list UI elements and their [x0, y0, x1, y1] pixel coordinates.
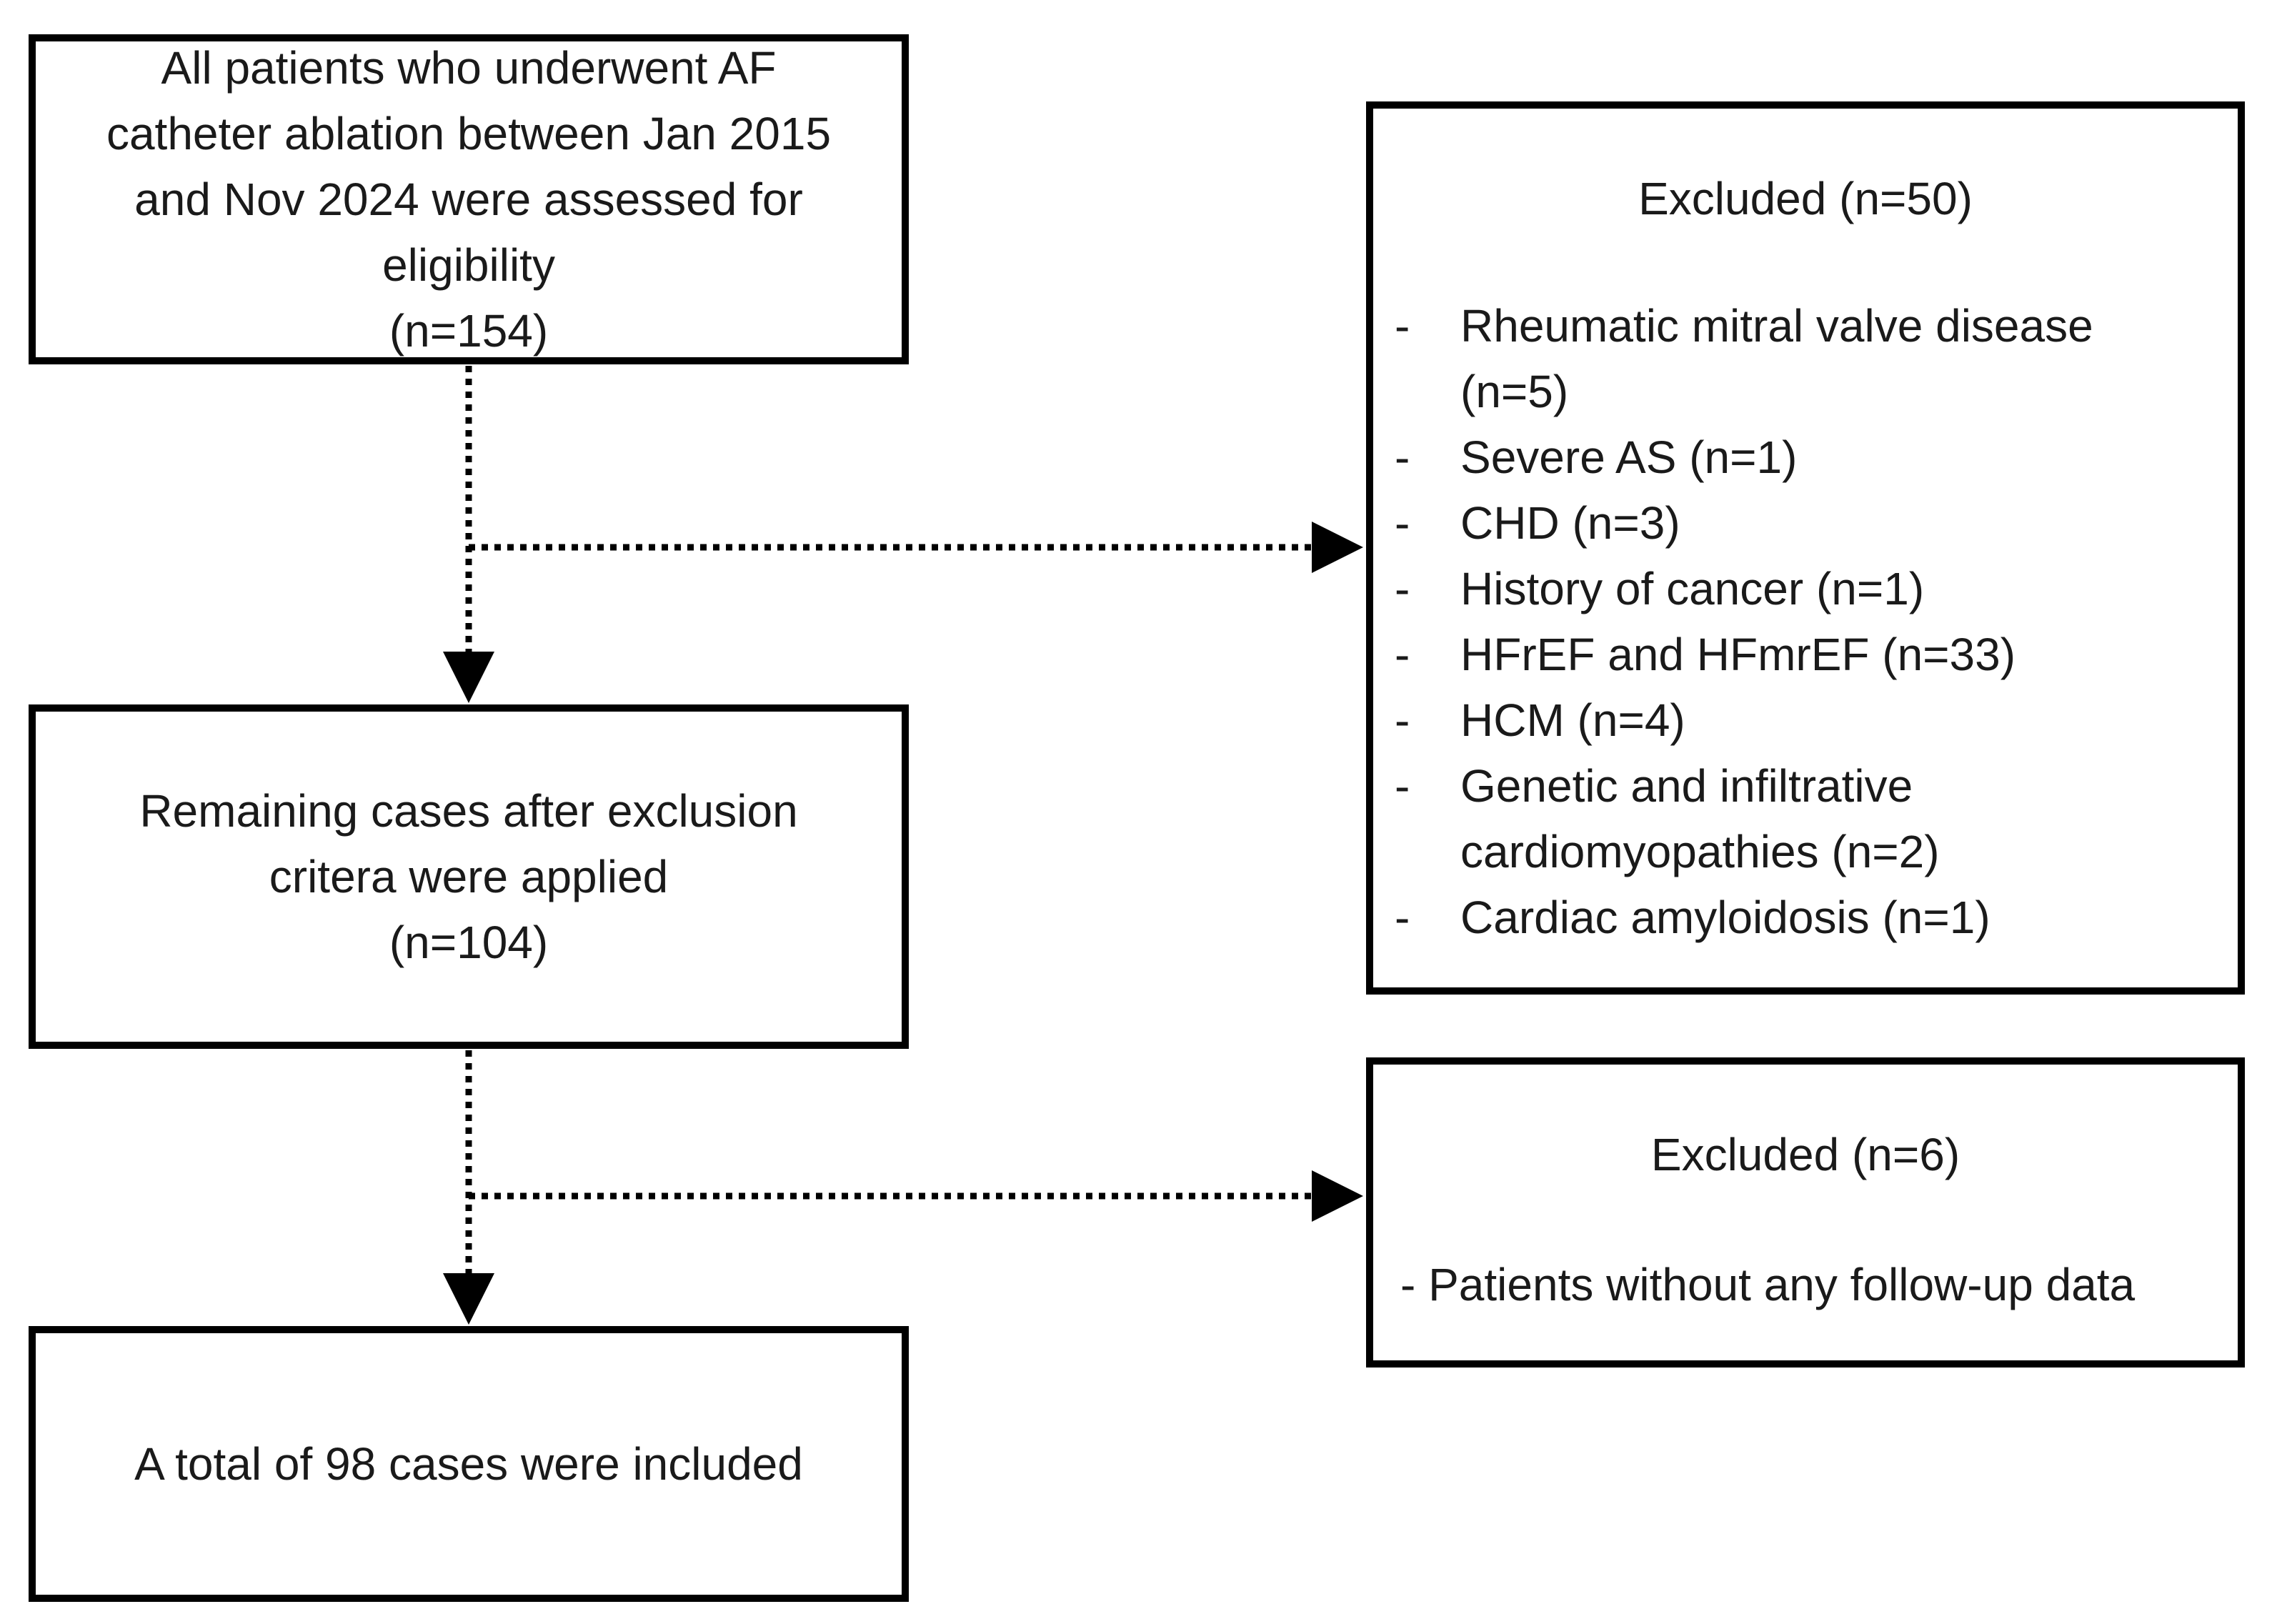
exclusion-1-item: -HFrEF and HFmrEF (n=33)	[1395, 622, 2209, 687]
exclusion-1-item: -HCM (n=4)	[1395, 687, 2209, 753]
exclusion-1-list: -Rheumatic mitral valve disease (n=5) -S…	[1395, 293, 2209, 950]
exclusion-1-item-text: CHD (n=3)	[1460, 497, 1680, 549]
assessed-line-4: eligibility	[382, 239, 555, 291]
assessed-count: (n=154)	[389, 305, 549, 357]
assessed-line-1: All patients who underwent AF	[161, 42, 777, 94]
exclusion-box-2: Excluded (n=6) - Patients without any fo…	[1366, 1057, 2245, 1368]
assessed-box: All patients who underwent AF catheter a…	[29, 34, 909, 364]
list-dash: -	[1395, 300, 1410, 352]
exclusion-1-item: -CHD (n=3)	[1395, 490, 2209, 556]
exclusion-1-item-text: Severe AS (n=1)	[1460, 432, 1798, 483]
assessed-line-3: and Nov 2024 were assessed for	[134, 174, 803, 225]
included-box: A total of 98 cases were included	[29, 1326, 909, 1602]
exclusion-1-item-text: HCM (n=4)	[1460, 694, 1685, 746]
exclusion-2-title: Excluded (n=6)	[1650, 1129, 1960, 1180]
list-dash: -	[1395, 892, 1410, 943]
list-dash: -	[1395, 760, 1410, 812]
exclusion-1-title: Excluded (n=50)	[1638, 173, 1973, 224]
exclusion-1-item: -Rheumatic mitral valve disease (n=5)	[1395, 293, 2209, 424]
exclusion-1-item: -Severe AS (n=1)	[1395, 424, 2209, 490]
exclusion-2-item: - Patients without any follow-up data	[1400, 1259, 2136, 1310]
exclusion-1-item: -Cardiac amyloidosis (n=1)	[1395, 885, 2209, 950]
exclusion-1-item: -History of cancer (n=1)	[1395, 556, 2209, 622]
exclusion-1-item: -Genetic and infiltrative cardiomyopathi…	[1395, 753, 2209, 885]
exclusion-1-item-text: Genetic and infiltrative cardiomyopathie…	[1460, 760, 1940, 877]
remaining-count: (n=104)	[389, 917, 549, 968]
assessed-line-2: catheter ablation between Jan 2015	[106, 108, 832, 159]
remaining-line-2: critera were applied	[269, 851, 669, 902]
remaining-box: Remaining cases after exclusion critera …	[29, 704, 909, 1049]
exclusion-1-item-text: Cardiac amyloidosis (n=1)	[1460, 892, 1991, 943]
list-dash: -	[1395, 629, 1410, 680]
exclusion-1-item-text: HFrEF and HFmrEF (n=33)	[1460, 629, 2016, 680]
list-dash: -	[1395, 432, 1410, 483]
included-line-1: A total of 98 cases were included	[134, 1438, 803, 1490]
list-dash: -	[1395, 497, 1410, 549]
remaining-line-1: Remaining cases after exclusion	[139, 785, 798, 837]
exclusion-box-1: Excluded (n=50) -Rheumatic mitral valve …	[1366, 101, 2245, 995]
list-dash: -	[1395, 563, 1410, 614]
exclusion-1-item-text: History of cancer (n=1)	[1460, 563, 1925, 614]
list-dash: -	[1395, 694, 1410, 746]
exclusion-1-item-text: Rheumatic mitral valve disease (n=5)	[1460, 300, 2093, 417]
